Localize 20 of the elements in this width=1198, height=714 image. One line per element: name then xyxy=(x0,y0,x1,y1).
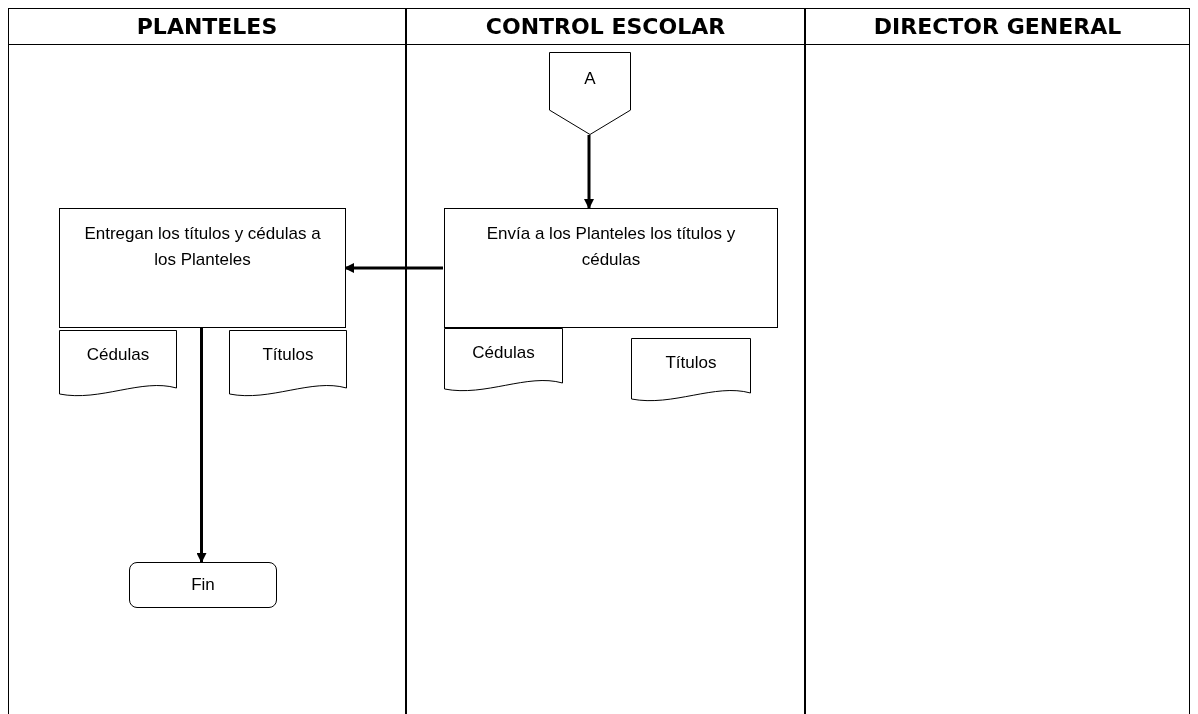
node-text: Cédulas xyxy=(472,342,535,364)
arrow xyxy=(196,328,207,563)
node-text: Títulos xyxy=(262,344,314,366)
process-box xyxy=(59,208,346,328)
arrow xyxy=(344,263,443,273)
node-text: Envía a los Planteles los títulos y cédulas xyxy=(485,223,737,271)
lane-heading: PLANTELES xyxy=(136,13,278,41)
terminal-box xyxy=(129,562,277,608)
node-text: Cédulas xyxy=(86,344,150,366)
node-text: A xyxy=(584,68,596,90)
swimlane xyxy=(805,8,1190,714)
swimlane xyxy=(406,8,805,714)
node-text: Entregan los títulos y cédulas a los Planteles xyxy=(83,223,322,271)
lane-heading: CONTROL ESCOLAR xyxy=(485,13,726,41)
lane-heading: DIRECTOR GENERAL xyxy=(873,13,1122,41)
node-text: Títulos xyxy=(665,352,717,374)
node-text: Fin xyxy=(191,574,215,597)
swimlane xyxy=(8,8,406,714)
arrow xyxy=(584,135,594,209)
off-page-connector xyxy=(549,52,631,135)
